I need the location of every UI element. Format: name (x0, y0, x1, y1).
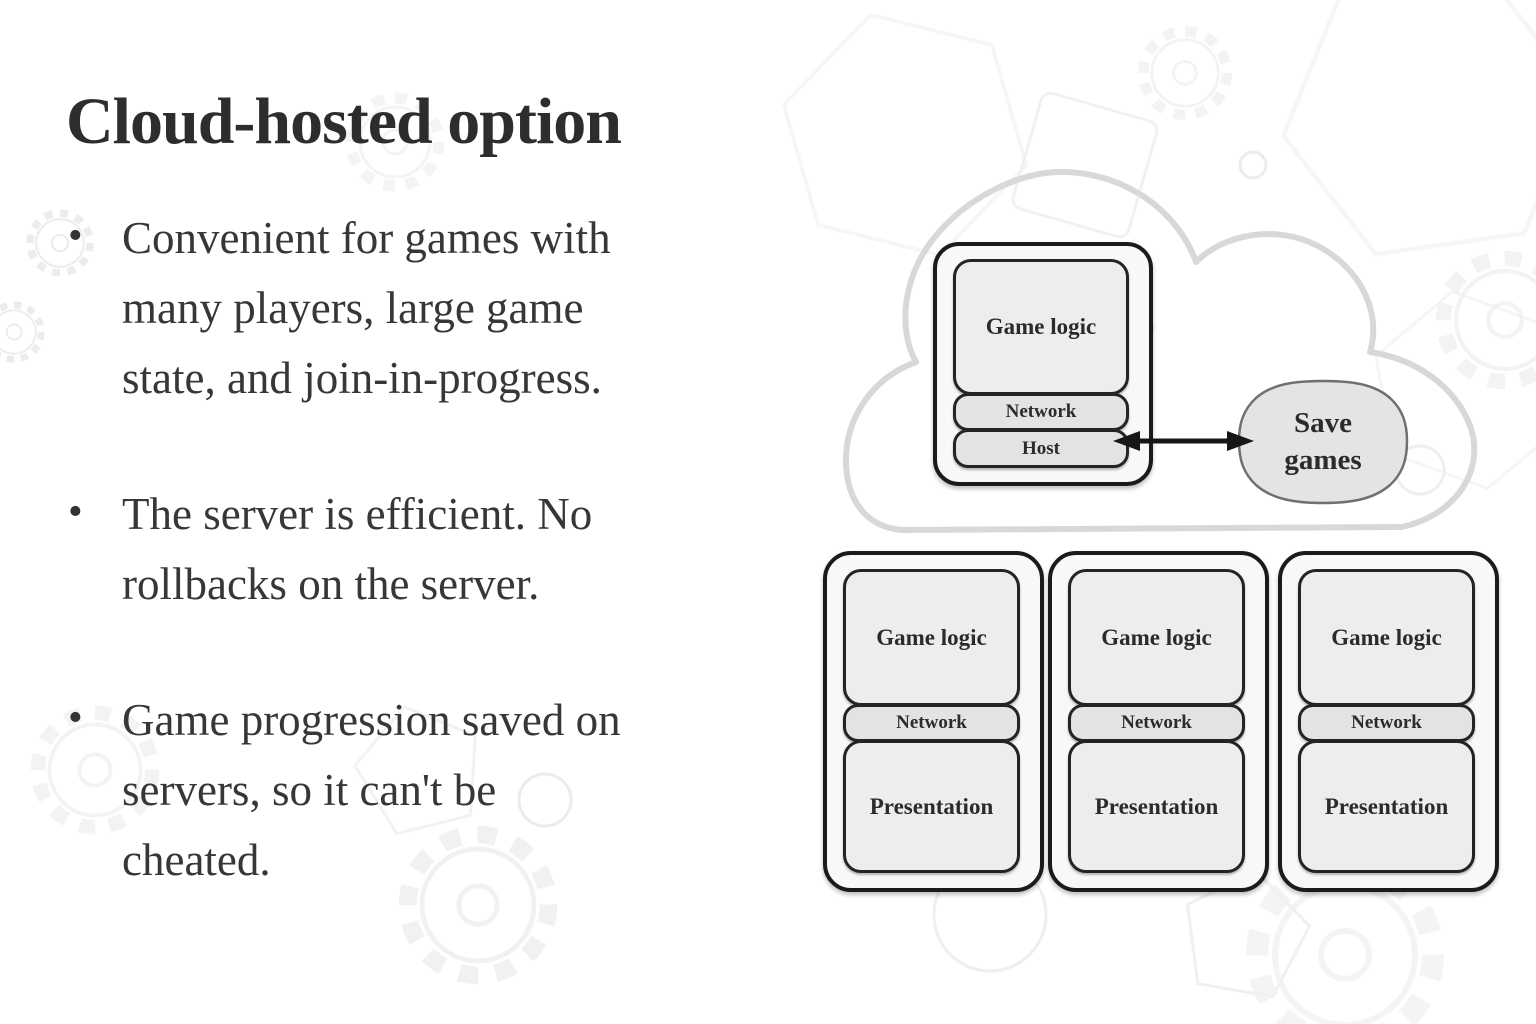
slide-text-column: Cloud-hosted option • Convenient for gam… (66, 85, 812, 961)
bullet-icon: • (68, 212, 83, 259)
bullet-item: • Convenient for games with many players… (66, 203, 812, 413)
bullet-text: The server is efficient. No rollbacks on… (122, 488, 593, 609)
page-title: Cloud-hosted option (66, 85, 622, 158)
bullet-icon: • (68, 694, 83, 741)
server-game-logic-box: Game logic (953, 259, 1129, 395)
bullet-text: Convenient for games with many players, … (122, 212, 611, 403)
client-box-3: Game logic Network Presentation (1278, 551, 1499, 892)
client-game-logic-box: Game logic (1068, 569, 1245, 706)
client-presentation-box: Presentation (843, 740, 1020, 873)
client-presentation-box: Presentation (1068, 740, 1245, 873)
server-box: Game logic Network Host (933, 242, 1153, 486)
bullet-icon: • (68, 488, 83, 535)
server-network-bar: Network (953, 393, 1129, 431)
client-network-bar: Network (1298, 704, 1475, 742)
server-host-bar: Host (953, 429, 1129, 468)
save-games-storage-shape (1237, 379, 1409, 505)
cloud-outline (843, 168, 1478, 533)
client-network-bar: Network (843, 704, 1020, 742)
bullet-item: • The server is efficient. No rollbacks … (66, 479, 812, 619)
bullet-list: • Convenient for games with many players… (66, 203, 812, 895)
client-network-bar: Network (1068, 704, 1245, 742)
client-box-1: Game logic Network Presentation (823, 551, 1044, 892)
client-presentation-box: Presentation (1298, 740, 1475, 873)
client-box-2: Game logic Network Presentation (1048, 551, 1269, 892)
bullet-item: • Game progression saved on servers, so … (66, 685, 812, 895)
client-game-logic-box: Game logic (843, 569, 1020, 706)
save-games-label: Save games (1284, 406, 1362, 476)
bullet-text: Game progression saved on servers, so it… (122, 694, 621, 885)
client-game-logic-box: Game logic (1298, 569, 1475, 706)
